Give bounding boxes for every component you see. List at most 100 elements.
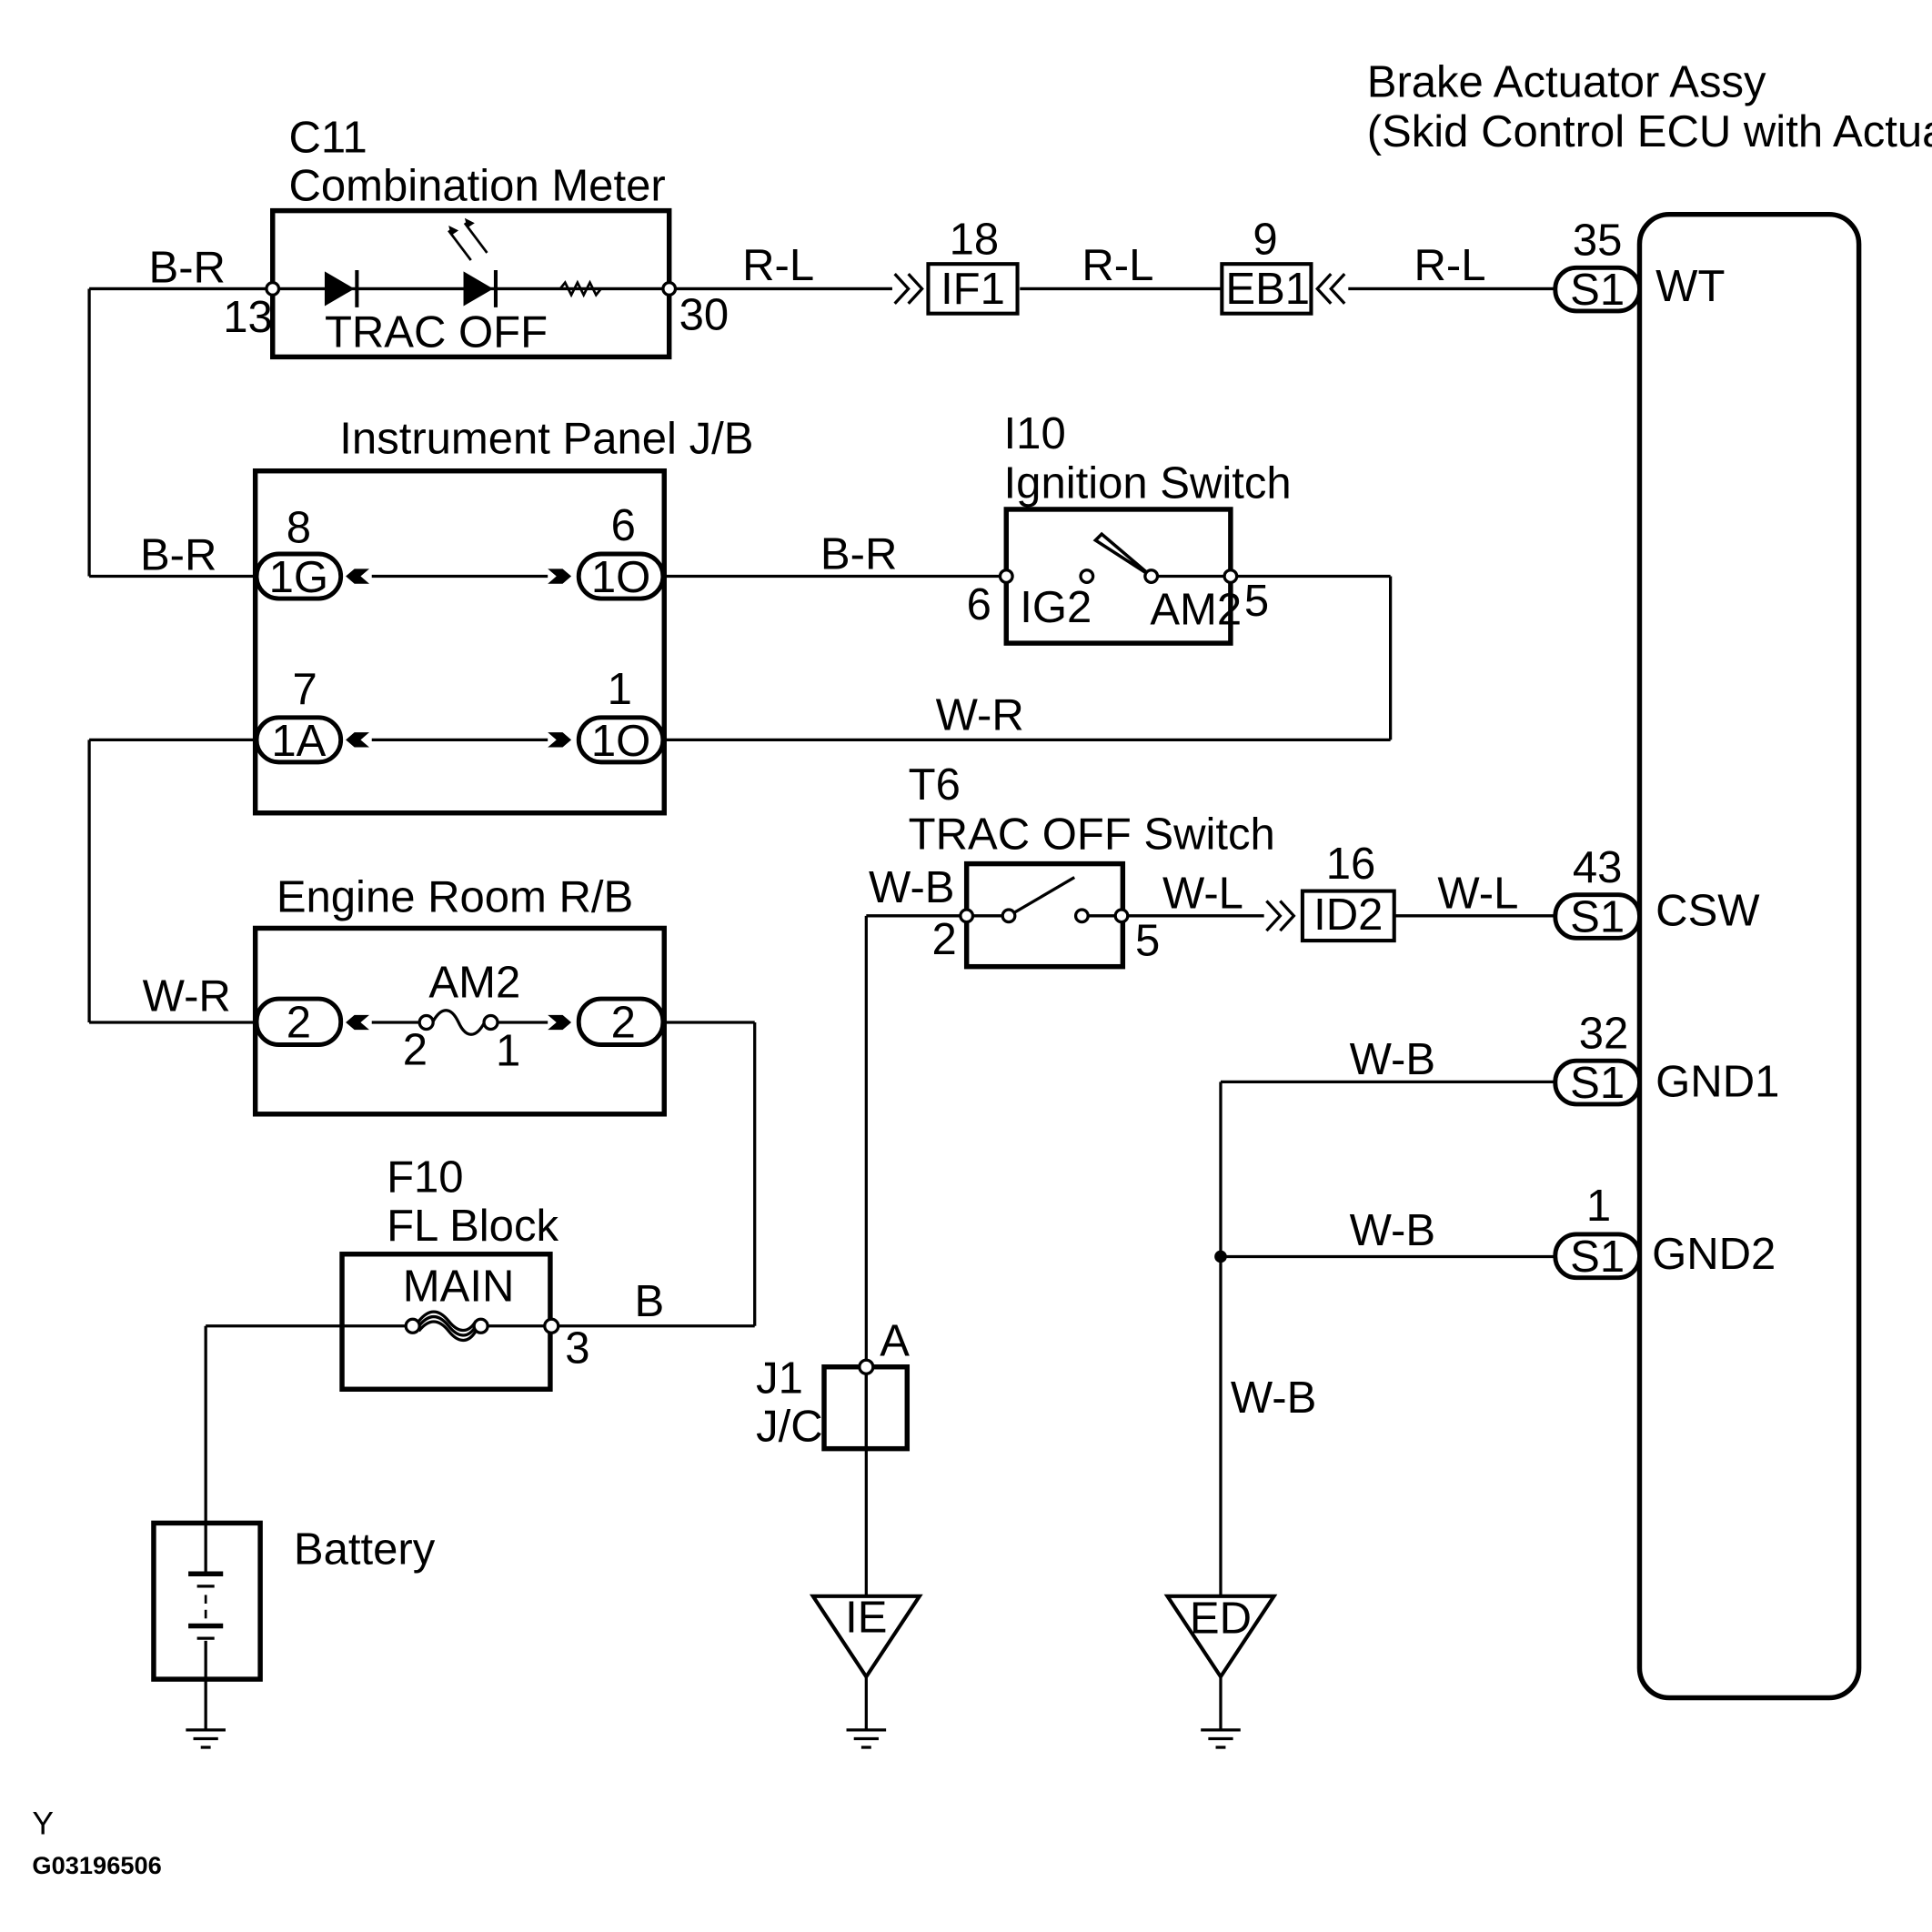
jc-name: J/C — [756, 1402, 823, 1451]
diode-icon — [324, 270, 359, 307]
connector-eb1: EB1 9 — [1220, 215, 1346, 316]
wire-label: W-B — [1231, 1374, 1316, 1423]
footer-code: Y — [32, 1805, 54, 1841]
figure-id: G03196506 — [32, 1851, 161, 1879]
signal-label: GND2 — [1652, 1230, 1776, 1279]
trac-sw-code: T6 — [909, 760, 961, 810]
pin-number: 43 — [1573, 843, 1623, 892]
ecu-title-line1: Brake Actuator Assy — [1367, 57, 1766, 106]
resistor-icon — [558, 279, 602, 298]
pin-number: 1 — [608, 665, 632, 714]
ecu-connector-csw: S1 43 CSW — [1553, 843, 1760, 942]
ignition-contact-icon — [1092, 531, 1152, 579]
pin-number: 9 — [1253, 215, 1277, 264]
wire-label: R-L — [742, 241, 814, 290]
ground-point-ie: IE — [809, 1593, 923, 1749]
fl-code: F10 — [387, 1153, 464, 1202]
trac-off-indicator-label: TRAC OFF — [325, 307, 548, 357]
wire-label: B — [635, 1277, 665, 1326]
connector-id2: ID2 16 — [1265, 840, 1396, 943]
pin-number: 3 — [565, 1324, 589, 1374]
connector-label: ID2 — [1313, 891, 1383, 940]
ground-icon — [1199, 1728, 1243, 1749]
signal-label: CSW — [1655, 887, 1760, 936]
ecu-connector-gnd2: S1 1 GND2 — [1553, 1182, 1776, 1282]
connector-label: 1O — [591, 717, 650, 766]
ground-label: ED — [1190, 1595, 1252, 1644]
wire-label: W-B — [1350, 1035, 1435, 1084]
led-icon — [448, 217, 498, 307]
connector-1o-bottom: 1O 1 — [548, 665, 666, 766]
connector-label: 2 — [611, 998, 636, 1047]
connector-if1: IF1 18 — [893, 215, 1020, 316]
wire-label: W-R — [143, 972, 231, 1021]
splice-dot — [1214, 1250, 1227, 1263]
pin-number: 7 — [293, 665, 317, 714]
connector-label: EB1 — [1225, 265, 1310, 314]
contact-ig2: IG2 — [1020, 583, 1092, 632]
pin-number: 5 — [1135, 916, 1160, 965]
battery: Battery — [151, 1520, 436, 1749]
wire-labels: B-R B-R B-R R-L R-L R-L W-R W-R W-B W-L … — [140, 241, 1518, 1423]
ign-code: I10 — [1004, 409, 1066, 458]
pin-number: 16 — [1326, 840, 1376, 889]
fl-block: F10 FL Block MAIN 3 — [339, 1153, 590, 1392]
signal-label: WT — [1655, 262, 1725, 311]
pin-number: 2 — [932, 915, 957, 964]
wire-label: W-L — [1437, 870, 1518, 919]
combination-meter: C11 Combination Meter TRAC OFF 13 30 — [223, 114, 729, 360]
wire-label: W-B — [869, 863, 954, 912]
junction-connector: J1 J/C A — [756, 1316, 910, 1451]
fuse-label: MAIN — [403, 1263, 515, 1312]
switch-contact-icon — [1008, 876, 1076, 918]
pin-number: 6 — [967, 580, 991, 629]
engine-room-rb: Engine Room R/B 2 2 AM2 2 1 — [252, 873, 667, 1117]
pin-number: 1 — [496, 1027, 520, 1076]
ign-name: Ignition Switch — [1004, 459, 1292, 508]
erb-name: Engine Room R/B — [277, 873, 633, 922]
ecu-connector-wt: S1 35 WT — [1553, 216, 1725, 315]
wire-label: B-R — [820, 529, 897, 579]
brake-actuator-ecu: Brake Actuator Assy (Skid Control ECU wi… — [1367, 57, 1932, 1701]
pin-number: 35 — [1573, 216, 1623, 266]
signal-label: GND1 — [1655, 1058, 1779, 1107]
connector-label: 1O — [591, 553, 650, 602]
connector-label: IF1 — [941, 265, 1005, 314]
ground-icon — [844, 1728, 888, 1749]
ground-point-ed: ED — [1163, 1595, 1278, 1749]
fl-name: FL Block — [387, 1202, 558, 1251]
instrument-panel-jb: Instrument Panel J/B 1G 8 1O 6 1A 7 1O 1 — [252, 415, 753, 816]
ij-name: Instrument Panel J/B — [339, 415, 753, 464]
connector-label: S1 — [1570, 266, 1625, 315]
ground-icon — [184, 1728, 227, 1749]
ecu-title-line2: (Skid Control ECU with Actuator) — [1367, 107, 1932, 156]
pin-number: 32 — [1579, 1010, 1629, 1059]
connector-label: 1G — [269, 553, 328, 602]
connector-label: 1A — [271, 717, 326, 766]
wire-label: W-B — [1350, 1206, 1435, 1255]
pin-number: 5 — [1244, 577, 1269, 626]
connector-1a: 1A 7 — [254, 665, 369, 766]
connector-label: S1 — [1570, 1059, 1625, 1108]
ground-label: IE — [845, 1593, 887, 1642]
connector-1g: 1G 8 — [254, 504, 369, 602]
contact-am2: AM2 — [1150, 586, 1242, 635]
main-fuse-icon — [418, 1310, 478, 1343]
trac-sw-name: TRAC OFF Switch — [909, 810, 1275, 859]
battery-name: Battery — [294, 1524, 436, 1574]
wire-label: R-L — [1414, 241, 1486, 290]
wire-label: R-L — [1082, 241, 1153, 290]
pin-number: 18 — [950, 215, 1000, 264]
connector-label: S1 — [1570, 893, 1625, 942]
connector-erb-left: 2 — [254, 996, 369, 1047]
ecu-connector-gnd1: S1 32 GND1 — [1553, 1010, 1779, 1108]
pin-number: A — [880, 1316, 910, 1365]
trac-off-switch: T6 TRAC OFF Switch 2 5 — [909, 760, 1275, 970]
wire-label: W-L — [1162, 870, 1243, 919]
pin-number: 1 — [1586, 1182, 1611, 1231]
battery-icon — [188, 1523, 224, 1680]
wire-label: W-R — [936, 690, 1024, 740]
wire-label: B-R — [148, 244, 225, 293]
pin-number: 8 — [287, 504, 311, 553]
